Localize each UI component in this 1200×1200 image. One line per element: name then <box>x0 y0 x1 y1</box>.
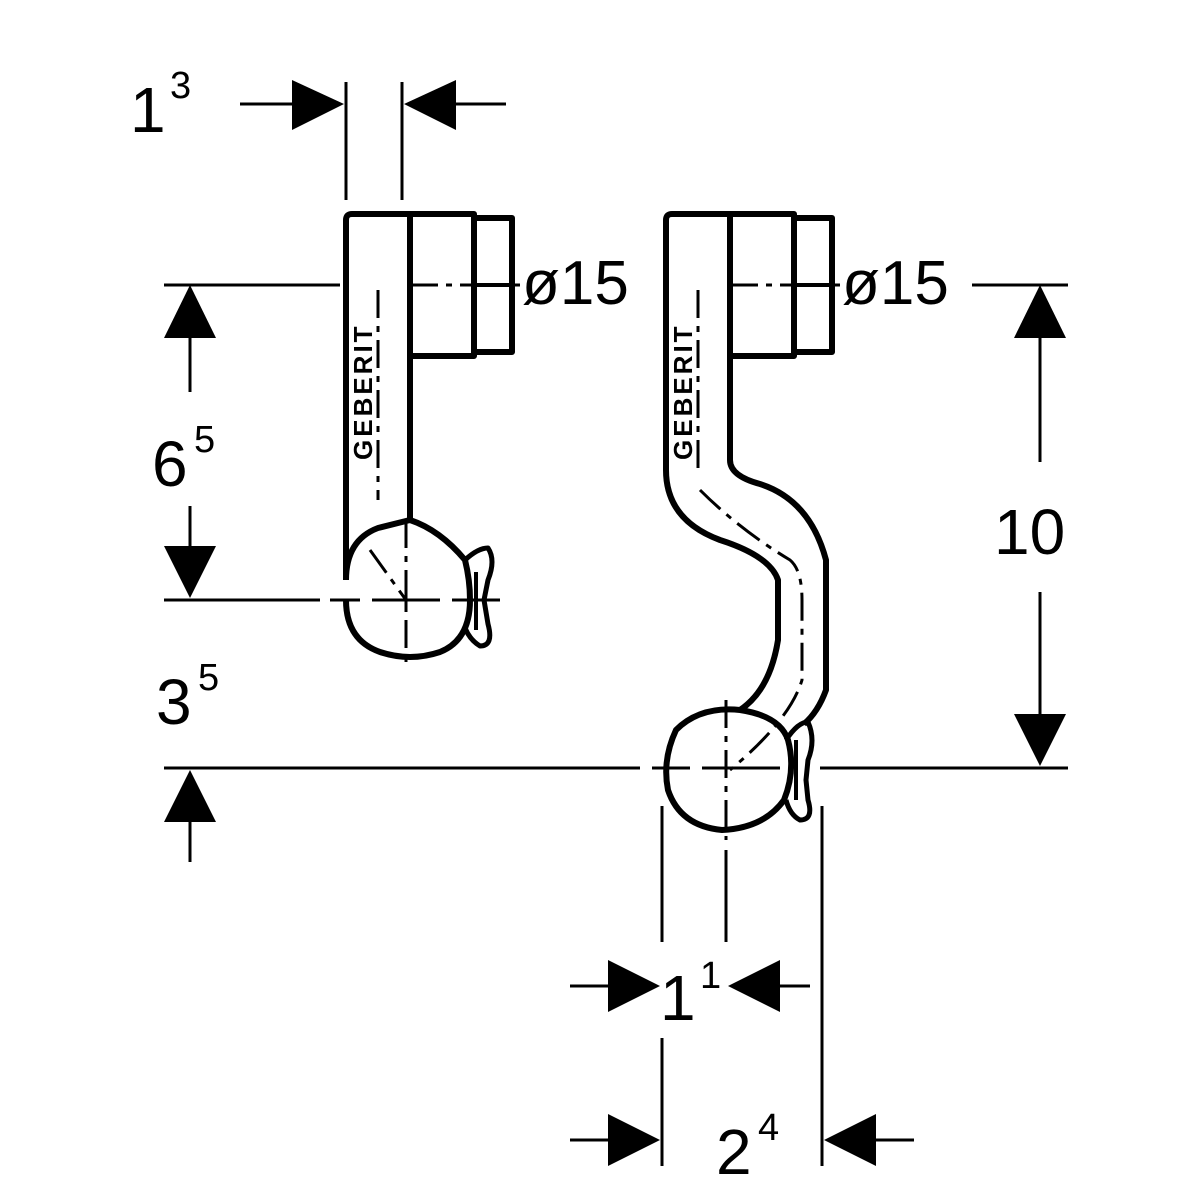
brand-right: GEBERIT <box>668 323 698 460</box>
dim-left-height-base: 6 <box>152 428 188 500</box>
dim-left-offset-sup: 5 <box>198 657 219 699</box>
arrow-bottom-large-left <box>608 1114 660 1166</box>
arrow-top-right <box>404 80 456 130</box>
dim-bottom-small-sup: 1 <box>700 955 721 997</box>
right-fitting <box>663 211 835 833</box>
center-marks <box>400 594 732 774</box>
arrow-left-up <box>164 285 216 338</box>
extension-lines <box>164 82 1068 1166</box>
dim-top-width-sup: 3 <box>170 65 191 107</box>
dim-bottom-small-base: 1 <box>660 962 696 1034</box>
arrowheads <box>164 80 1066 1166</box>
dim-right-height: 10 <box>994 496 1065 568</box>
arrow-left-bottom-up <box>164 770 216 822</box>
arrow-right-down <box>1014 714 1066 766</box>
brand-left: GEBERIT <box>348 323 378 460</box>
left-centerlines <box>368 283 520 670</box>
arrow-bottom-large-right <box>824 1114 876 1166</box>
arrow-top-left <box>292 80 344 130</box>
dim-left-offset-base: 3 <box>156 666 192 738</box>
diameter-left: ø15 <box>522 249 629 318</box>
arrow-right-up <box>1014 285 1066 338</box>
dim-top-width-base: 1 <box>130 74 166 146</box>
diameter-right: ø15 <box>842 249 949 318</box>
dim-bottom-large-base: 2 <box>716 1116 752 1188</box>
dim-bottom-large-sup: 4 <box>758 1107 779 1149</box>
arrow-bottom-small-right <box>728 960 780 1012</box>
dim-left-height-sup: 5 <box>194 419 215 461</box>
arrow-left-down <box>164 546 216 598</box>
arrow-bottom-small-left <box>608 960 660 1012</box>
